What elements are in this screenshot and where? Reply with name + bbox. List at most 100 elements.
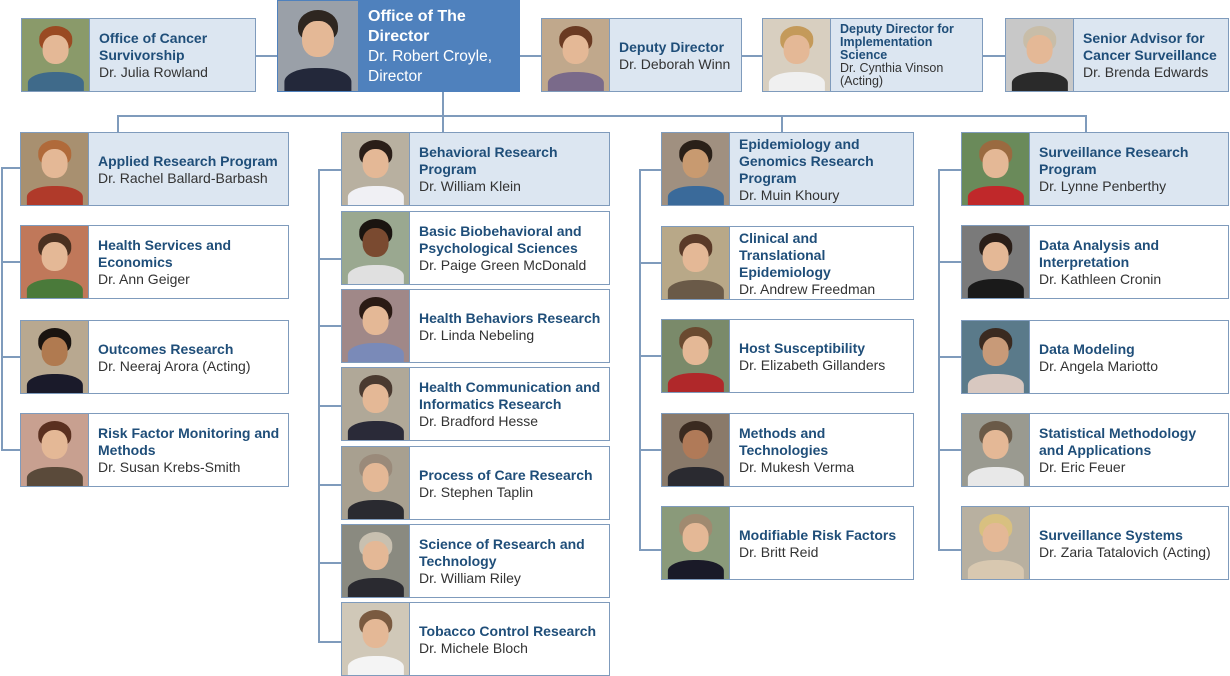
unit-title: Deputy Director bbox=[619, 38, 725, 55]
unit-title: Methods and Technologies bbox=[739, 425, 829, 458]
portrait-photo bbox=[342, 133, 410, 205]
unit-title: Surveillance Systems bbox=[1039, 526, 1183, 543]
portrait-photo bbox=[21, 226, 89, 298]
health-communication-informatics-research-box: Health Communication and Informatics Res… bbox=[341, 367, 610, 441]
person-name: Dr. Brenda Edwards bbox=[1083, 64, 1209, 80]
connector-tick-behavioral-1 bbox=[318, 258, 342, 260]
unit-title: Office of Cancer Survivorship bbox=[99, 30, 208, 63]
connector-tick-epidemiology-2 bbox=[639, 355, 662, 357]
person-name: Dr. Susan Krebs-Smith bbox=[98, 459, 241, 475]
person-name: Dr. Britt Reid bbox=[739, 543, 819, 560]
connector-tick-epidemiology-1 bbox=[639, 262, 662, 264]
unit-title: Statistical Methodology and Applications bbox=[1039, 425, 1197, 458]
person-name: Dr. Neeraj Arora (Acting) bbox=[98, 357, 251, 374]
unit-title: Epidemiology and Genomics Research Progr… bbox=[739, 135, 874, 186]
connector-tick-behavioral-4 bbox=[318, 484, 342, 486]
portrait-photo bbox=[962, 226, 1030, 298]
person-name: Dr. Rachel Ballard-Barbash bbox=[98, 169, 268, 186]
unit-title: Surveillance Research Program bbox=[1039, 144, 1189, 177]
connector-tick-surveillance-3 bbox=[938, 449, 963, 451]
unit-title: Data Modeling bbox=[1039, 340, 1135, 357]
statistical-methodology-applications-box: Statistical Methodology and Applications… bbox=[961, 413, 1229, 487]
portrait-photo bbox=[662, 507, 730, 579]
person-name: Dr. Andrew Freedman bbox=[739, 280, 876, 297]
portrait-photo bbox=[662, 133, 730, 205]
connector-tick-epidemiology-head bbox=[639, 169, 662, 171]
portrait-photo bbox=[662, 414, 730, 486]
portrait-photo bbox=[962, 321, 1030, 393]
connector-drop-epidemiology bbox=[781, 115, 783, 133]
portrait-photo bbox=[662, 227, 730, 299]
person-name: Dr. William Klein bbox=[419, 178, 521, 194]
portrait-photo bbox=[342, 290, 410, 362]
connector-spine-applied bbox=[1, 167, 3, 451]
person-name: Dr. Paige Green McDonald bbox=[419, 257, 587, 273]
connector-programs-bar bbox=[117, 115, 1087, 117]
connector-tick-behavioral-6 bbox=[318, 641, 342, 643]
person-name: Dr. Ann Geiger bbox=[98, 271, 190, 287]
connector-tick-behavioral-2 bbox=[318, 325, 342, 327]
connector-tick-epidemiology-3 bbox=[639, 449, 662, 451]
deputy-director-implementation-science-box: Deputy Director for Implementation Scien… bbox=[762, 18, 983, 92]
unit-title: Modifiable Risk Factors bbox=[739, 526, 897, 543]
portrait-photo bbox=[962, 414, 1030, 486]
connector-tick-applied-2 bbox=[1, 356, 21, 358]
basic-biobehavioral-psychological-sciences-box: Basic Biobehavioral and Psychological Sc… bbox=[341, 211, 610, 285]
portrait-photo bbox=[21, 133, 89, 205]
portrait-photo bbox=[342, 525, 410, 597]
connector-spine-surveillance bbox=[938, 169, 940, 551]
epidemiology-genomics-research-program-box: Epidemiology and Genomics Research Progr… bbox=[661, 132, 914, 206]
portrait-photo bbox=[1006, 19, 1074, 91]
person-name: Dr. Robert Croyle, Director bbox=[368, 47, 493, 85]
unit-title: Deputy Director for Implementation Scien… bbox=[840, 22, 954, 62]
person-name: Dr. Cynthia Vinson (Acting) bbox=[840, 61, 944, 88]
person-name: Dr. Bradford Hesse bbox=[419, 413, 539, 429]
person-name: Dr. Linda Nebeling bbox=[419, 326, 535, 343]
unit-title: Outcomes Research bbox=[98, 340, 234, 357]
connector-tick-behavioral-5 bbox=[318, 562, 342, 564]
person-name: Dr. Eric Feuer bbox=[1039, 459, 1126, 475]
unit-title: Behavioral Research Program bbox=[419, 144, 558, 177]
person-name: Dr. Lynne Penberthy bbox=[1039, 178, 1167, 194]
person-name: Dr. William Riley bbox=[419, 570, 521, 586]
unit-title: Science of Research and Technology bbox=[419, 536, 585, 569]
connector-tick-applied-head bbox=[1, 167, 21, 169]
person-name: Dr. Muin Khoury bbox=[739, 186, 840, 203]
person-name: Dr. Elizabeth Gillanders bbox=[739, 356, 886, 373]
unit-title: Tobacco Control Research bbox=[419, 622, 597, 639]
unit-title: Health Services and Economics bbox=[98, 237, 232, 270]
unit-title: Health Behaviors Research bbox=[419, 309, 601, 326]
connector-tick-applied-3 bbox=[1, 449, 21, 451]
portrait-photo bbox=[662, 320, 730, 392]
connector-spine-epidemiology bbox=[639, 169, 641, 551]
portrait-photo bbox=[542, 19, 610, 91]
person-name: Dr. Mukesh Verma bbox=[739, 459, 855, 475]
connector-tick-behavioral-3 bbox=[318, 405, 342, 407]
unit-title: Office of The Director bbox=[368, 7, 466, 45]
unit-title: Clinical and Translational Epidemiology bbox=[739, 229, 831, 280]
person-name: Dr. Kathleen Cronin bbox=[1039, 271, 1162, 287]
portrait-photo bbox=[342, 212, 410, 284]
connector-drop-behavioral bbox=[442, 115, 444, 133]
connector-drop-surveillance bbox=[1085, 115, 1087, 133]
person-name: Dr. Zaria Tatalovich (Acting) bbox=[1039, 543, 1211, 560]
connector-tick-applied-1 bbox=[1, 261, 21, 263]
unit-title: Risk Factor Monitoring and Methods bbox=[98, 425, 280, 458]
